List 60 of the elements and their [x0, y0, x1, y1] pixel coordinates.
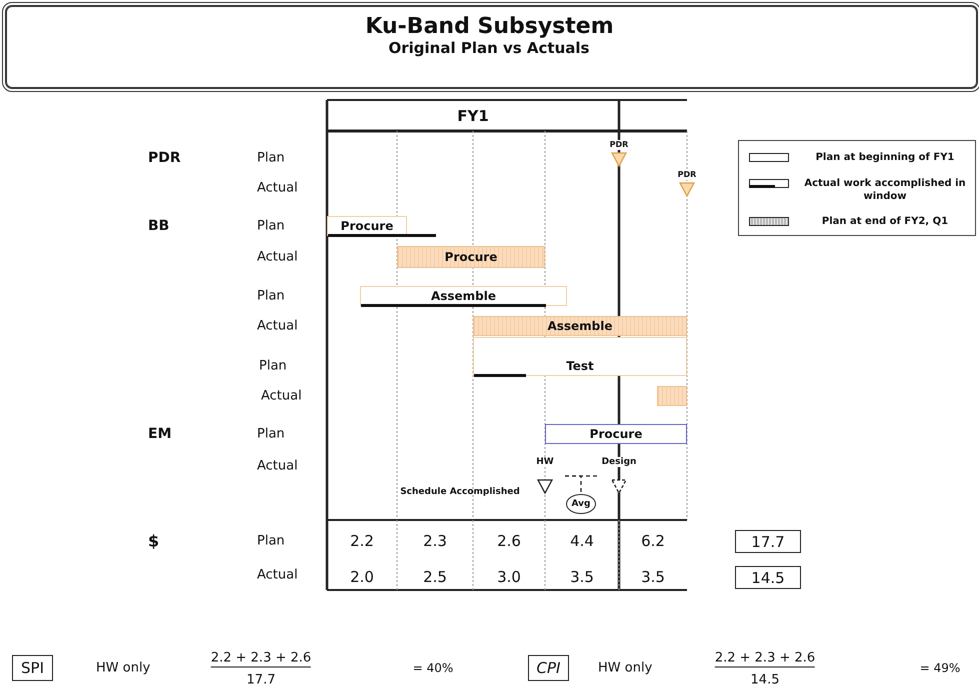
formula-result: = 49% [920, 661, 960, 675]
row-heading: PDR [148, 150, 181, 166]
row-label: Plan [257, 150, 285, 166]
row-heading: BB [148, 218, 170, 234]
bar-label: Assemble [547, 319, 613, 333]
bar-label: Test [566, 359, 594, 373]
milestone-label: PDR [608, 140, 630, 150]
row-heading: $ [148, 532, 160, 550]
index-box: CPI [528, 655, 569, 681]
row-label: Actual [257, 458, 298, 474]
bar-label: Procure [444, 250, 498, 264]
row-label: Actual [257, 180, 298, 196]
bar-label: Assemble [430, 289, 496, 303]
row-heading: EM [148, 426, 172, 442]
actual-bar [657, 386, 687, 406]
cost-value: 3.5 [641, 568, 665, 586]
fraction-numerator: 2.2 + 2.3 + 2.6 [714, 650, 816, 668]
row-label: Actual [261, 388, 302, 404]
cost-value: 2.0 [350, 568, 374, 586]
milestone-label: PDR [676, 170, 698, 180]
fraction-denominator: 17.7 [246, 672, 276, 688]
cost-value: 2.2 [350, 532, 374, 550]
column-heading: FY1 [457, 107, 489, 125]
row-label: Plan [257, 534, 285, 548]
total-box: 17.7 [735, 530, 801, 553]
cost-value: 2.3 [423, 532, 447, 550]
fraction-numerator: 2.2 + 2.3 + 2.6 [210, 650, 312, 668]
row-label: Plan [259, 358, 287, 374]
row-label: Plan [257, 218, 285, 234]
cost-value: 6.2 [641, 532, 665, 550]
row-label: Plan [257, 288, 285, 304]
cost-value: 4.4 [570, 532, 594, 550]
cost-value: 2.5 [423, 568, 447, 586]
cost-value: 2.6 [497, 532, 521, 550]
plan-bar [360, 286, 567, 306]
milestone-label: Design [600, 457, 638, 467]
cost-value: 3.5 [570, 568, 594, 586]
bar-label: Procure [590, 427, 642, 441]
cost-value: 3.0 [497, 568, 521, 586]
fraction-denominator: 14.5 [750, 672, 780, 688]
plan-bar [545, 424, 687, 444]
connector-line [565, 475, 582, 494]
bar-label: Procure [340, 219, 394, 233]
total-box: 14.5 [735, 566, 801, 589]
actual-bar [397, 246, 545, 268]
legend-text: Plan at beginning of FY1 [814, 151, 956, 164]
diagram-title: Ku-Band Subsystem [364, 14, 615, 39]
formula-result: = 40% [412, 661, 454, 675]
average-cloud: Avg [566, 494, 596, 514]
legend-text: Actual work accomplished in window [803, 177, 967, 203]
milestone-label: HW [535, 457, 555, 467]
row-label: Actual [257, 318, 298, 334]
row-label: Actual [257, 568, 298, 582]
actual-bar [473, 316, 687, 336]
row-label: Plan [257, 426, 285, 442]
row-label: Actual [257, 250, 298, 264]
index-box: SPI [12, 655, 53, 681]
diagram-subtitle: Original Plan vs Actuals [388, 39, 590, 57]
plan-bar [473, 337, 687, 376]
legend-text: Plan at end of FY2, Q1 [820, 215, 950, 228]
